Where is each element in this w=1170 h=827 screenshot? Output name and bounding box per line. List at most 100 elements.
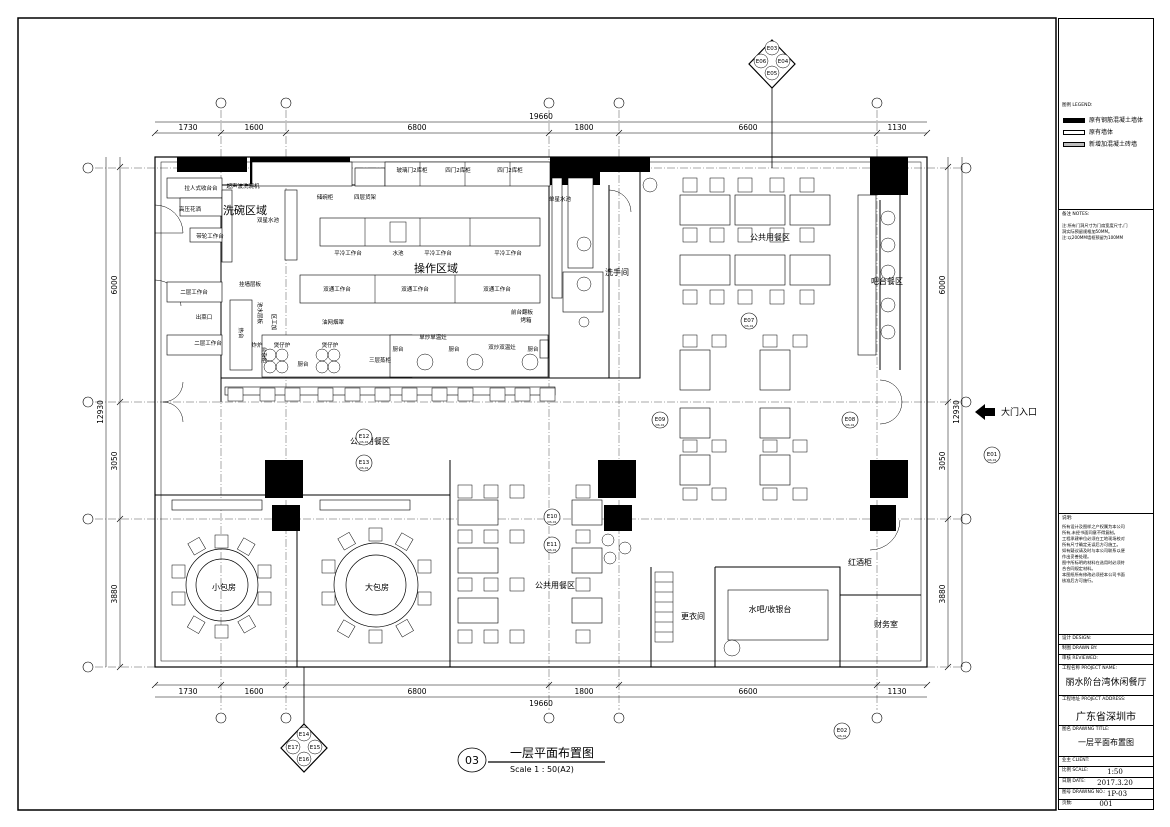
elevation-single-labels: E07 E08 E09 E10 E11 E12 E13 E01 E02	[359, 318, 997, 734]
work-table-dividers	[364, 162, 511, 303]
label-shelf: 四层货架	[354, 193, 377, 201]
elev-e13: E13	[359, 460, 370, 466]
dim-top-1: 1730	[178, 123, 197, 132]
elev-bottom-3: E15	[310, 745, 321, 751]
statement-1: 所有设计及图样之产权属为本公司	[1062, 524, 1125, 529]
dimension-lines	[105, 121, 963, 698]
dim-bottom-5: 6600	[738, 687, 757, 696]
zone-changing: 更衣间	[681, 611, 705, 621]
client-label: 业主 CLIENT:	[1062, 758, 1090, 763]
elev-e09-sub: DS-01	[655, 423, 664, 427]
equipment-labels: 油网烟罩 玻璃门2库柜 四门2库柜 四门2库柜 四层货架 储碗柜 单星水池 水池…	[179, 166, 572, 368]
zone-public-center: 公共用餐区	[535, 581, 575, 590]
axis-bubbles	[82, 97, 972, 724]
label-work-table-2: 双通工作台	[401, 285, 429, 293]
dim-bottom-1: 1730	[178, 687, 197, 696]
note-2: 洞实际预留规格加50MM。	[1062, 229, 1113, 234]
legend-title: 图例 LEGEND:	[1062, 103, 1093, 108]
elevation-marker-bottom: E14 E17 E15 E16	[280, 667, 328, 773]
label-cold-table-1: 平冷工作台	[334, 249, 362, 257]
dim-right-3: 3880	[938, 584, 947, 603]
legend-label-2: 原有墙体	[1089, 129, 1114, 136]
label-vertical-2: 池水层板	[256, 302, 264, 325]
drawing-name: 一层平面布置图	[510, 746, 594, 760]
zone-big-room: 大包房	[365, 582, 389, 592]
statement-title: 说明:	[1062, 516, 1073, 521]
elev-top-1: E03	[767, 46, 778, 52]
label-stove-2: 煲仔炉	[322, 341, 339, 349]
chairs	[227, 177, 815, 644]
legend-row-1: 原有钢筋混凝土墙体	[1063, 117, 1151, 125]
dimension-ticks	[116, 129, 952, 689]
project-name: 丽水阶台湾休闲餐厅	[1065, 678, 1147, 688]
label-rack-2: 二层工作台	[194, 339, 222, 347]
label-vertical-4: 热台	[237, 327, 245, 339]
statement-4: 所有尺寸确定无误后方可施工。	[1062, 542, 1121, 547]
zone-public-right-top: 公共用餐区	[750, 233, 790, 242]
label-double-sink: 双星水池	[257, 216, 280, 224]
elev-e02-sub: DS-01	[837, 734, 846, 738]
elevation-single-markers	[355, 312, 1001, 740]
statement-2: 所有,未经书面同意不得复制。	[1062, 530, 1118, 535]
entrance-arrow: 大门入口	[975, 404, 1037, 420]
dim-left-3: 3880	[110, 584, 119, 603]
elev-bottom-4: E16	[299, 757, 310, 763]
kitchen-equipment	[166, 161, 604, 511]
elev-e08-sub: DS-01	[845, 423, 854, 427]
scale-label: 比例 SCALE:	[1062, 768, 1089, 773]
bar-stools	[601, 177, 896, 657]
legend-row-3: 新增加混凝土砖墙	[1063, 141, 1151, 149]
drawing-no-value: 1P-03	[1106, 790, 1128, 798]
label-steamer: 三层蒸柜	[369, 356, 392, 364]
elev-e02: E02	[837, 728, 847, 734]
label-prewash: 拉人式收台台	[184, 184, 218, 192]
label-side-3: 厨台	[527, 345, 539, 353]
elev-e13-sub: DS-01	[359, 466, 368, 470]
zone-bar: 吧台餐区	[871, 276, 903, 286]
statement-list: 所有设计及图样之产权属为本公司 所有,未经书面同意不得复制。 工程承建单位必须在…	[1062, 524, 1150, 584]
zone-small-room: 小包房	[212, 582, 236, 592]
label-wok-1: 单炒单温灶	[419, 333, 447, 341]
elev-e07: E07	[744, 318, 755, 324]
elev-e12-sub: DS-01	[359, 440, 368, 444]
address-label: 工程地址 PROJECT ADDRESS:	[1062, 697, 1126, 702]
drawn-label: 制图 DRAWN BY:	[1062, 646, 1098, 651]
elev-bottom-1: E14	[299, 732, 310, 738]
legend-swatch-2	[1063, 130, 1085, 135]
drawing-title-value: 一层平面布置图	[1078, 738, 1134, 747]
notes-list: 注:所有门洞尺寸为门扇宽度尺寸,门 洞实际预留规格加50MM。 注:以200MM…	[1062, 223, 1150, 241]
drawing-number: 03	[465, 754, 479, 767]
elev-bottom-2: E17	[288, 745, 299, 751]
elev-e12: E12	[359, 434, 369, 440]
dim-top-2: 1600	[244, 123, 263, 132]
statement-8: 合合同规定材料。	[1062, 566, 1096, 571]
label-cooking-table: 厨台	[297, 360, 309, 368]
dim-top-3: 6800	[407, 123, 426, 132]
zone-water-bar: 水吧/收银台	[749, 604, 792, 614]
statement-10: 核准后方可施行。	[1062, 578, 1096, 583]
date-value: 2017.3.20	[1097, 779, 1133, 787]
elev-e10-sub: DS-01	[547, 520, 556, 524]
project-label: 工程名称 PROJECT NAME:	[1062, 666, 1117, 671]
label-cooking: 炸炉	[251, 341, 263, 349]
wine-rack	[654, 571, 674, 643]
elev-e01: E01	[987, 452, 997, 458]
dim-left-2: 3050	[110, 451, 119, 470]
label-vertical-3: 台杂柜	[260, 347, 268, 364]
label-rack-1: 二层工作台	[180, 288, 208, 296]
address: 广东省深圳市	[1076, 712, 1136, 723]
dining-tables	[224, 194, 877, 641]
label-work-table-3: 双通工作台	[483, 285, 511, 293]
label-side-1: 厨台	[392, 345, 404, 353]
scale-value: 1:50	[1107, 768, 1123, 776]
legend-label-1: 原有钢筋混凝土墙体	[1089, 117, 1144, 124]
label-basin: 水池	[392, 249, 404, 257]
dim-bottom-4: 1800	[574, 687, 593, 696]
elev-e11-sub: DS-01	[547, 548, 556, 552]
statement-6: 作出妥善处理。	[1062, 554, 1092, 559]
label-cabinet: 储碗柜	[317, 193, 334, 201]
drawing-title-label: 图名 DRAWING TITLE:	[1062, 727, 1110, 732]
drawing-no-label: 图号 DRAWING NO.:	[1062, 790, 1106, 795]
zone-washroom: 洗手间	[605, 267, 629, 277]
elevation-sub-labels: DS-01 DS-01 DS-01 DS-01 DS-01 DS-01 DS-0…	[359, 324, 996, 738]
